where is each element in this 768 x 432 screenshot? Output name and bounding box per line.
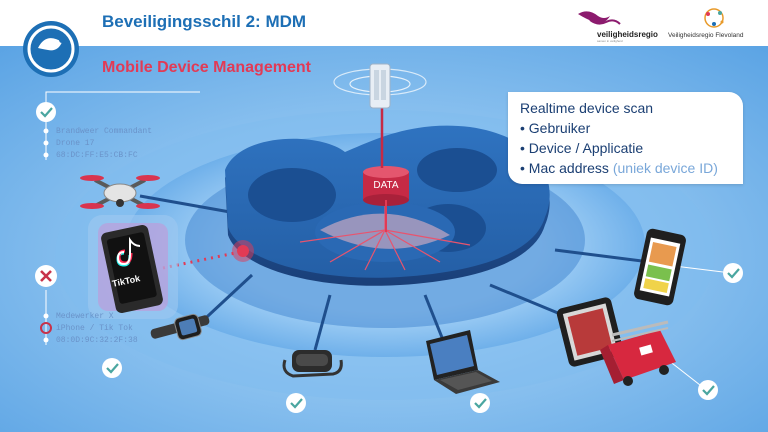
info-heading: Realtime device scan	[520, 100, 654, 116]
info-item-mac: • Mac address (uniek device ID)	[520, 160, 718, 176]
truck-callout-line	[667, 359, 701, 386]
smartphone-device	[634, 228, 686, 306]
veiligheidsregio-logo-tagline: samen in veiligheid	[597, 39, 623, 43]
vr-headset-device	[282, 350, 343, 378]
page-subtitle: Mobile Device Management	[102, 59, 311, 76]
page-title: Beveiligingsschil 2: MDM	[102, 12, 307, 31]
veiligheidsregio-logo-mark	[578, 11, 621, 25]
scan-rays	[299, 200, 471, 271]
device-one-mac: 68:DC:FF:E5:CB:FC	[56, 151, 138, 160]
veiligheidsregio-logo: veiligheidsregio samen in veiligheid	[575, 6, 658, 43]
device-one-device: Drone 17	[56, 139, 95, 148]
device-one-user: Brandweer Commandant	[56, 127, 153, 136]
antenna-panel-right	[381, 70, 386, 100]
tiktok-phone	[88, 215, 178, 319]
drone-device	[80, 175, 160, 209]
fire-truck-device	[600, 320, 676, 386]
device-two-user: Medewerker X	[56, 312, 114, 321]
check-badges	[36, 102, 743, 413]
flagged-user-marker	[40, 322, 52, 334]
shield-logo-icon	[23, 21, 79, 77]
flevoland-logo: Veiligheidsregio Flevoland	[666, 6, 766, 42]
info-item-mac-label: • Mac address	[520, 160, 609, 176]
block-badge	[35, 265, 57, 287]
sensor-dot	[237, 245, 249, 257]
info-item-device: • Device / Applicatie	[520, 140, 644, 156]
veiligheidsregio-logo-text: veiligheidsregio	[597, 30, 658, 39]
hub-cavity-left	[248, 168, 336, 222]
data-cylinder-top	[363, 166, 409, 178]
antenna-panel-left	[374, 70, 379, 100]
hub-cavity-right	[417, 148, 497, 192]
flevoland-logo-text: Veiligheidsregio Flevoland	[668, 32, 744, 39]
data-label: DATA	[373, 180, 399, 191]
antenna-head	[369, 63, 391, 109]
info-item-mac-note: (uniek device ID)	[612, 160, 718, 176]
device-two-device: iPhone / Tik Tok	[56, 324, 133, 333]
laptop-device	[426, 330, 500, 394]
device-scan-info-box: Realtime device scan • Gebruiker • Devic…	[508, 92, 743, 184]
smartwatch-device	[150, 313, 210, 341]
info-item-user: • Gebruiker	[520, 120, 591, 136]
callout-dots	[43, 128, 49, 343]
device-two-mac: 08:0D:9C:32:2F:38	[56, 336, 138, 345]
flevoland-logo-mark	[704, 8, 724, 28]
